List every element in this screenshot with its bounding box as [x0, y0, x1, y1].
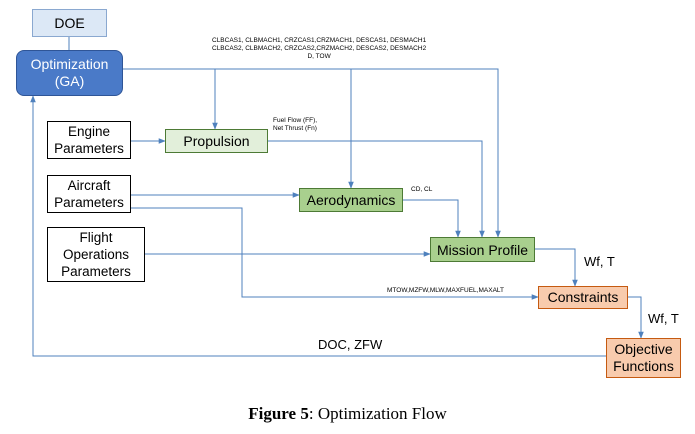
figure-caption-text: : Optimization Flow [308, 404, 447, 423]
propulsion-node: Propulsion [165, 129, 268, 153]
mission-output-label: Wf, T [584, 254, 615, 269]
design-variables-line-2: CLBCAS2, CLBMACH2, CRZCAS2,CRZMACH2, DES… [212, 45, 427, 52]
edge-optimization-to-mission [123, 68, 501, 238]
doe-node: DOE [32, 9, 107, 37]
aircraft-parameters-node: Aircraft Parameters [47, 175, 131, 213]
constraint-variables-label: MTOW,MZFW,MLW,MAXFUEL,MAXALT [387, 287, 505, 294]
feedback-label: DOC, ZFW [318, 337, 383, 352]
constraints-output-label: Wf, T [648, 311, 679, 326]
flight-operations-parameters-node: Flight Operations Parameters [47, 227, 145, 282]
edge-mission-constraints [535, 248, 578, 287]
edge-aerodynamics-mission [403, 199, 461, 238]
objective-functions-node: Objective Functions [606, 338, 681, 378]
figure-caption: Figure 5: Optimization Flow [0, 404, 695, 424]
propulsion-output-line-2: Net Thrust (Fn) [273, 125, 317, 132]
propulsion-output-line-1: Fuel Flow (FF), [273, 117, 318, 124]
edge-aircraft-constraints [131, 207, 539, 300]
design-variables-line-3: D, TOW [307, 53, 331, 60]
design-variables-label: CLBCAS1, CLBMACH1, CRZCAS1,CRZMACH1, DES… [212, 37, 426, 61]
edge-objective-optimization [30, 95, 606, 357]
propulsion-output-label: Fuel Flow (FF), Net Thrust (Fn) [273, 117, 317, 133]
aerodynamics-output-label: CD, CL [411, 186, 433, 193]
design-variables-line-1: CLBCAS1, CLBMACH1, CRZCAS1,CRZMACH1, DES… [212, 37, 427, 44]
mission-profile-node: Mission Profile [430, 237, 535, 262]
edge-constraints-objective [628, 296, 644, 339]
aerodynamics-node: Aerodynamics [299, 188, 403, 212]
engine-parameters-node: Engine Parameters [47, 121, 131, 159]
figure-caption-label: Figure 5 [248, 404, 309, 423]
edge-propulsion-mission [268, 140, 485, 238]
optimization-node: Optimization (GA) [16, 50, 123, 96]
constraints-node: Constraints [538, 286, 628, 309]
